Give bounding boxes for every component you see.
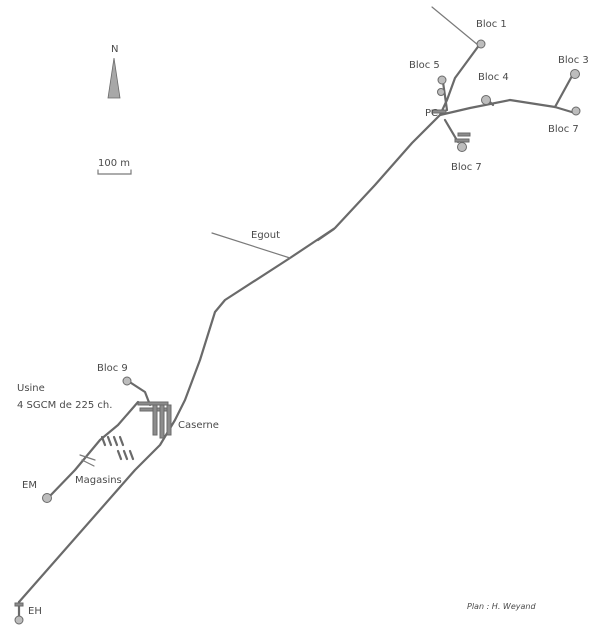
magasins-chamber-row-1 (100, 435, 125, 447)
label-usine-engines: 4 SGCM de 225 ch. (17, 400, 112, 411)
em-marker (42, 493, 52, 503)
label-magasins: Magasins (75, 475, 122, 486)
bloc7-gallery-a (457, 132, 471, 137)
label-caserne: Caserne (178, 420, 219, 431)
north-label: N (111, 44, 118, 55)
bloc1-marker (476, 39, 486, 49)
scale-label: 100 m (98, 158, 130, 169)
caserne-galleries (137, 401, 172, 439)
branch-bloc5 (441, 80, 449, 112)
bloc7-south-marker (457, 142, 467, 152)
label-eh: EH (28, 606, 42, 617)
caserne-gallery-a (152, 404, 158, 436)
magasins-chambers (79, 435, 135, 467)
scale-bar: 100 m (97, 158, 132, 175)
egout-branch (211, 232, 291, 259)
bloc5-marker-b (437, 88, 445, 96)
pc-gallery (431, 109, 447, 114)
label-egout: Egout (251, 230, 280, 241)
label-bloc1: Bloc 1 (476, 19, 507, 30)
branch-bloc7-south (443, 118, 460, 144)
label-bloc5: Bloc 5 (409, 60, 440, 71)
label-bloc3: Bloc 3 (558, 55, 589, 66)
label-bloc7-east: Bloc 7 (548, 124, 579, 135)
branch-bloc9 (126, 379, 152, 407)
bloc7-gallery-b (454, 138, 470, 143)
block-markers-north (431, 39, 581, 152)
magasins-chamber-row-2 (116, 449, 135, 461)
bloc3-marker (570, 69, 580, 79)
credit-label: Plan : H. Weyand (467, 602, 536, 611)
magasins-access (79, 454, 96, 467)
caserne-gallery-c (166, 404, 172, 436)
bloc9-marker (122, 376, 132, 386)
bloc7-east-marker (571, 106, 581, 116)
north-arrow-icon (107, 57, 121, 99)
branch-bloc1-gallery (438, 42, 482, 117)
label-pc: PC (425, 108, 438, 119)
north-arrow: N (107, 44, 121, 99)
tunnel-widening (316, 227, 336, 242)
caserne-gallery-b (159, 404, 165, 439)
branch-bloc3 (553, 74, 574, 109)
bloc5-marker (437, 75, 447, 85)
usine-loop-tunnel (46, 400, 140, 500)
eh-gallery (14, 602, 24, 607)
scale-bar-line (97, 169, 132, 175)
label-bloc4: Bloc 4 (478, 72, 509, 83)
branch-bloc1 (431, 6, 479, 46)
label-bloc9: Bloc 9 (97, 363, 128, 374)
label-em: EM (22, 480, 37, 491)
label-bloc7-south: Bloc 7 (451, 162, 482, 173)
label-usine: Usine (17, 383, 45, 394)
main-tunnel (17, 98, 557, 604)
bloc4-marker (481, 95, 491, 105)
eh-marker (14, 615, 24, 625)
